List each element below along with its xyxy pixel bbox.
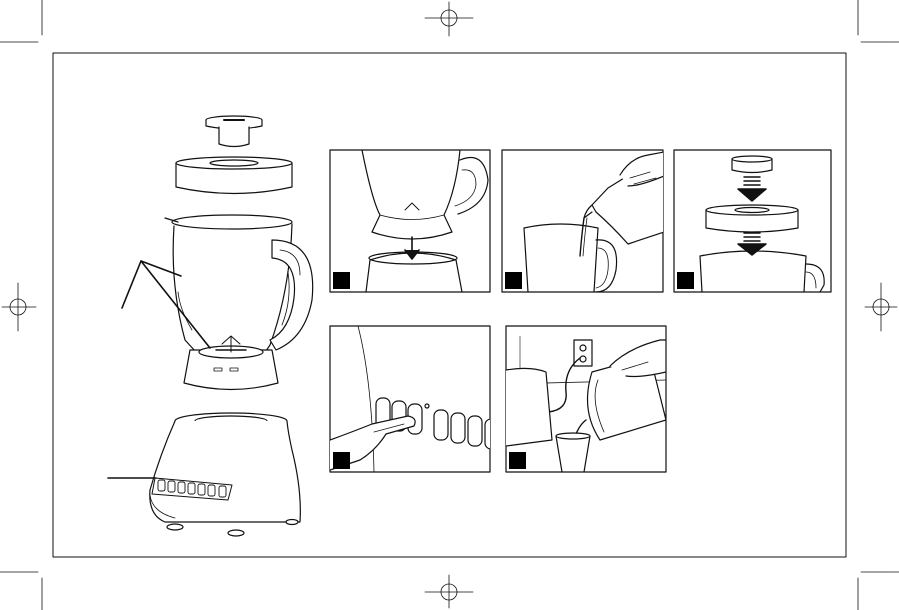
step-panel-3 [673,149,832,293]
registration-mark-top [424,1,474,37]
step-number-badge-5 [509,452,526,469]
registration-mark-right [864,282,898,332]
blade-assembly [183,335,279,391]
step-number-badge-4 [333,452,350,469]
control-buttons [157,479,227,498]
step-panel-1 [329,149,491,293]
step-panel-5 [505,325,667,473]
lid [175,156,293,195]
motor-base [149,412,301,537]
wall-outlet-icon [573,339,593,367]
callout-leaders [107,260,211,479]
registration-mark-left [1,282,37,332]
step-panel-4 [329,325,491,473]
step-number-badge-3 [677,272,694,289]
lid-cap [205,115,263,148]
down-arrow-icon [404,236,420,260]
page-border [52,52,847,558]
step-panel-2 [501,149,664,293]
step-number-badge-1 [333,272,350,289]
blender-parts-diagram [107,115,314,537]
step-number-badge-2 [505,272,522,289]
double-down-arrow-icon-lower [737,232,767,256]
double-down-arrow-icon-upper [737,176,767,202]
registration-mark-bottom [424,574,474,609]
jar [164,214,314,358]
